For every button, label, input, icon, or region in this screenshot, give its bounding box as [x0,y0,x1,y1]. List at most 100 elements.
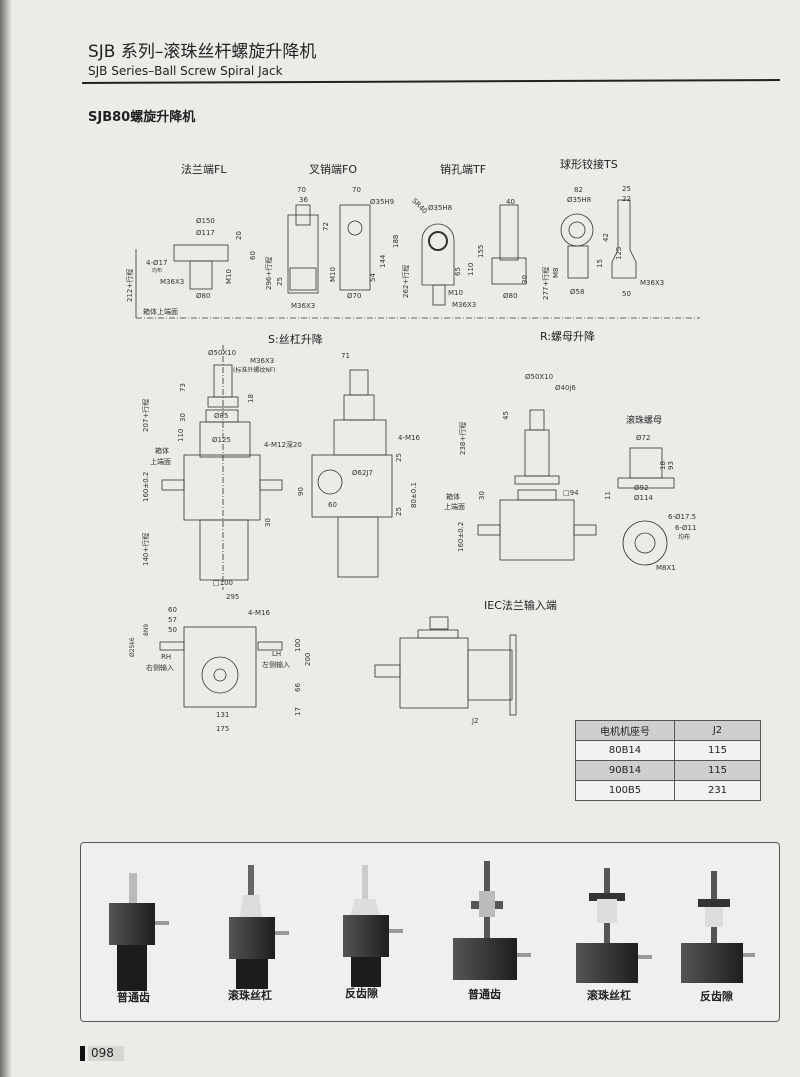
dim: □100 [213,579,233,587]
cell: 90B14 [575,760,675,781]
dim: 60 [168,606,177,614]
dim: 262+行程 [402,264,410,298]
dim: 144 [379,254,387,268]
dim: 均布 [152,268,163,274]
dim: 65 [454,267,462,276]
dim: 18 [659,461,667,470]
dim: Ø35H8 [428,204,453,212]
dim: M8 [552,267,560,279]
dim: 4-M12深20 [264,441,302,449]
product-anti-backlash [343,865,403,987]
dim: □94 [563,489,579,497]
dim: 82 [574,186,583,194]
dim: J2 [472,717,479,725]
tf-title: 销孔端TF [440,163,487,176]
ts-title: 球形铰接TS [560,158,618,171]
dim: 4-M16 [398,434,420,442]
dim: 296+行程 [265,256,273,290]
dim: 160±0.2 [457,521,465,552]
dim: 175 [216,725,230,733]
dim: 6-Ø11 [675,524,697,532]
dim: Ø40j6 [555,384,576,392]
dim: 30 [179,413,187,422]
product-photo-panel [80,842,780,1022]
dim: 右侧输入 [146,664,174,672]
dim: 212+行程 [126,268,134,302]
dim: M36X3 [160,278,185,286]
dim: 54 [369,273,377,282]
dim: 60 [249,251,257,260]
dim: 30 [521,275,529,284]
product-label: 反齿隙 [700,990,733,1003]
dim: 110 [177,428,185,442]
dim: 70 [352,186,361,194]
dim: 36 [299,196,308,204]
dim: Ø50X10 [525,373,554,381]
dim: 80±0.1 [410,482,418,508]
dim: Ø92 [634,484,649,492]
s-view-title: S:丝杠升降 [268,333,323,346]
drawing-pin-end-tf [421,204,527,306]
dim: 73 [179,383,187,392]
dim: 200 [304,652,312,666]
dim: 295 [226,593,240,601]
cell: 231 [674,780,761,801]
dim: 6-Ø17.5 [668,513,697,521]
fo-title: 叉销端FO [309,163,357,176]
dim: 207+行程 [142,398,150,432]
drawing-r-nut-lift [477,409,675,566]
dim: Ø125 [212,436,231,444]
dim: 50 [622,290,631,298]
page-number-marker [80,1046,85,1061]
dim: M10 [329,267,337,282]
drawing-spherical-end-ts [560,199,637,279]
dim: 131 [216,711,230,719]
dim: Ø114 [634,494,653,502]
dim: 70 [297,186,306,194]
dim: 100 [294,638,302,652]
product-ball-screw [229,865,289,989]
dim: 4-Ø17 [146,259,168,267]
product-label: 普通齿 [468,988,501,1001]
dim: 93 [667,461,675,470]
dim: Ø117 [196,229,215,237]
dim: 140+行程 [142,532,150,566]
dim: 66 [294,683,302,692]
drawing-base-input-view [159,626,283,708]
cell: 115 [674,740,761,761]
dim: Ø25k6 [129,637,136,657]
dim: 15 [596,259,604,268]
dim: 左侧输入 [262,661,290,669]
dim: LH [272,650,282,658]
header-cell: 电机机座号 [575,720,675,741]
r-view-title: R:螺母升降 [540,330,596,343]
dim: 60 [328,501,337,509]
dim: 125 [615,246,623,260]
dim: M36X3 [452,301,477,309]
drawing-s-screw-lift [161,345,393,590]
dim: 25 [276,277,284,286]
dim: M10 [225,269,233,284]
cell: 100B5 [575,780,675,801]
dim: 50 [168,626,177,634]
cell: 80B14 [575,740,675,761]
dim: 90 [297,487,305,496]
dim: Ø85 [214,412,229,420]
section-title: SJB80螺旋升降机 [88,110,196,125]
dim: 238+行程 [459,421,467,455]
dim: 25 [622,185,631,193]
dim: 25 [395,507,403,516]
dim: 45 [502,411,510,420]
dim: 箱体 [155,447,169,455]
dim: M10 [448,289,463,297]
dim: M36X3 [291,302,316,310]
dim: 160±0.2 [142,471,150,502]
cell: 115 [674,760,761,781]
page-number: 098 [88,1046,124,1061]
dim: 上端面 [444,503,465,511]
product-standard-screw [109,873,169,991]
dim: Ø35H8 [567,196,592,204]
